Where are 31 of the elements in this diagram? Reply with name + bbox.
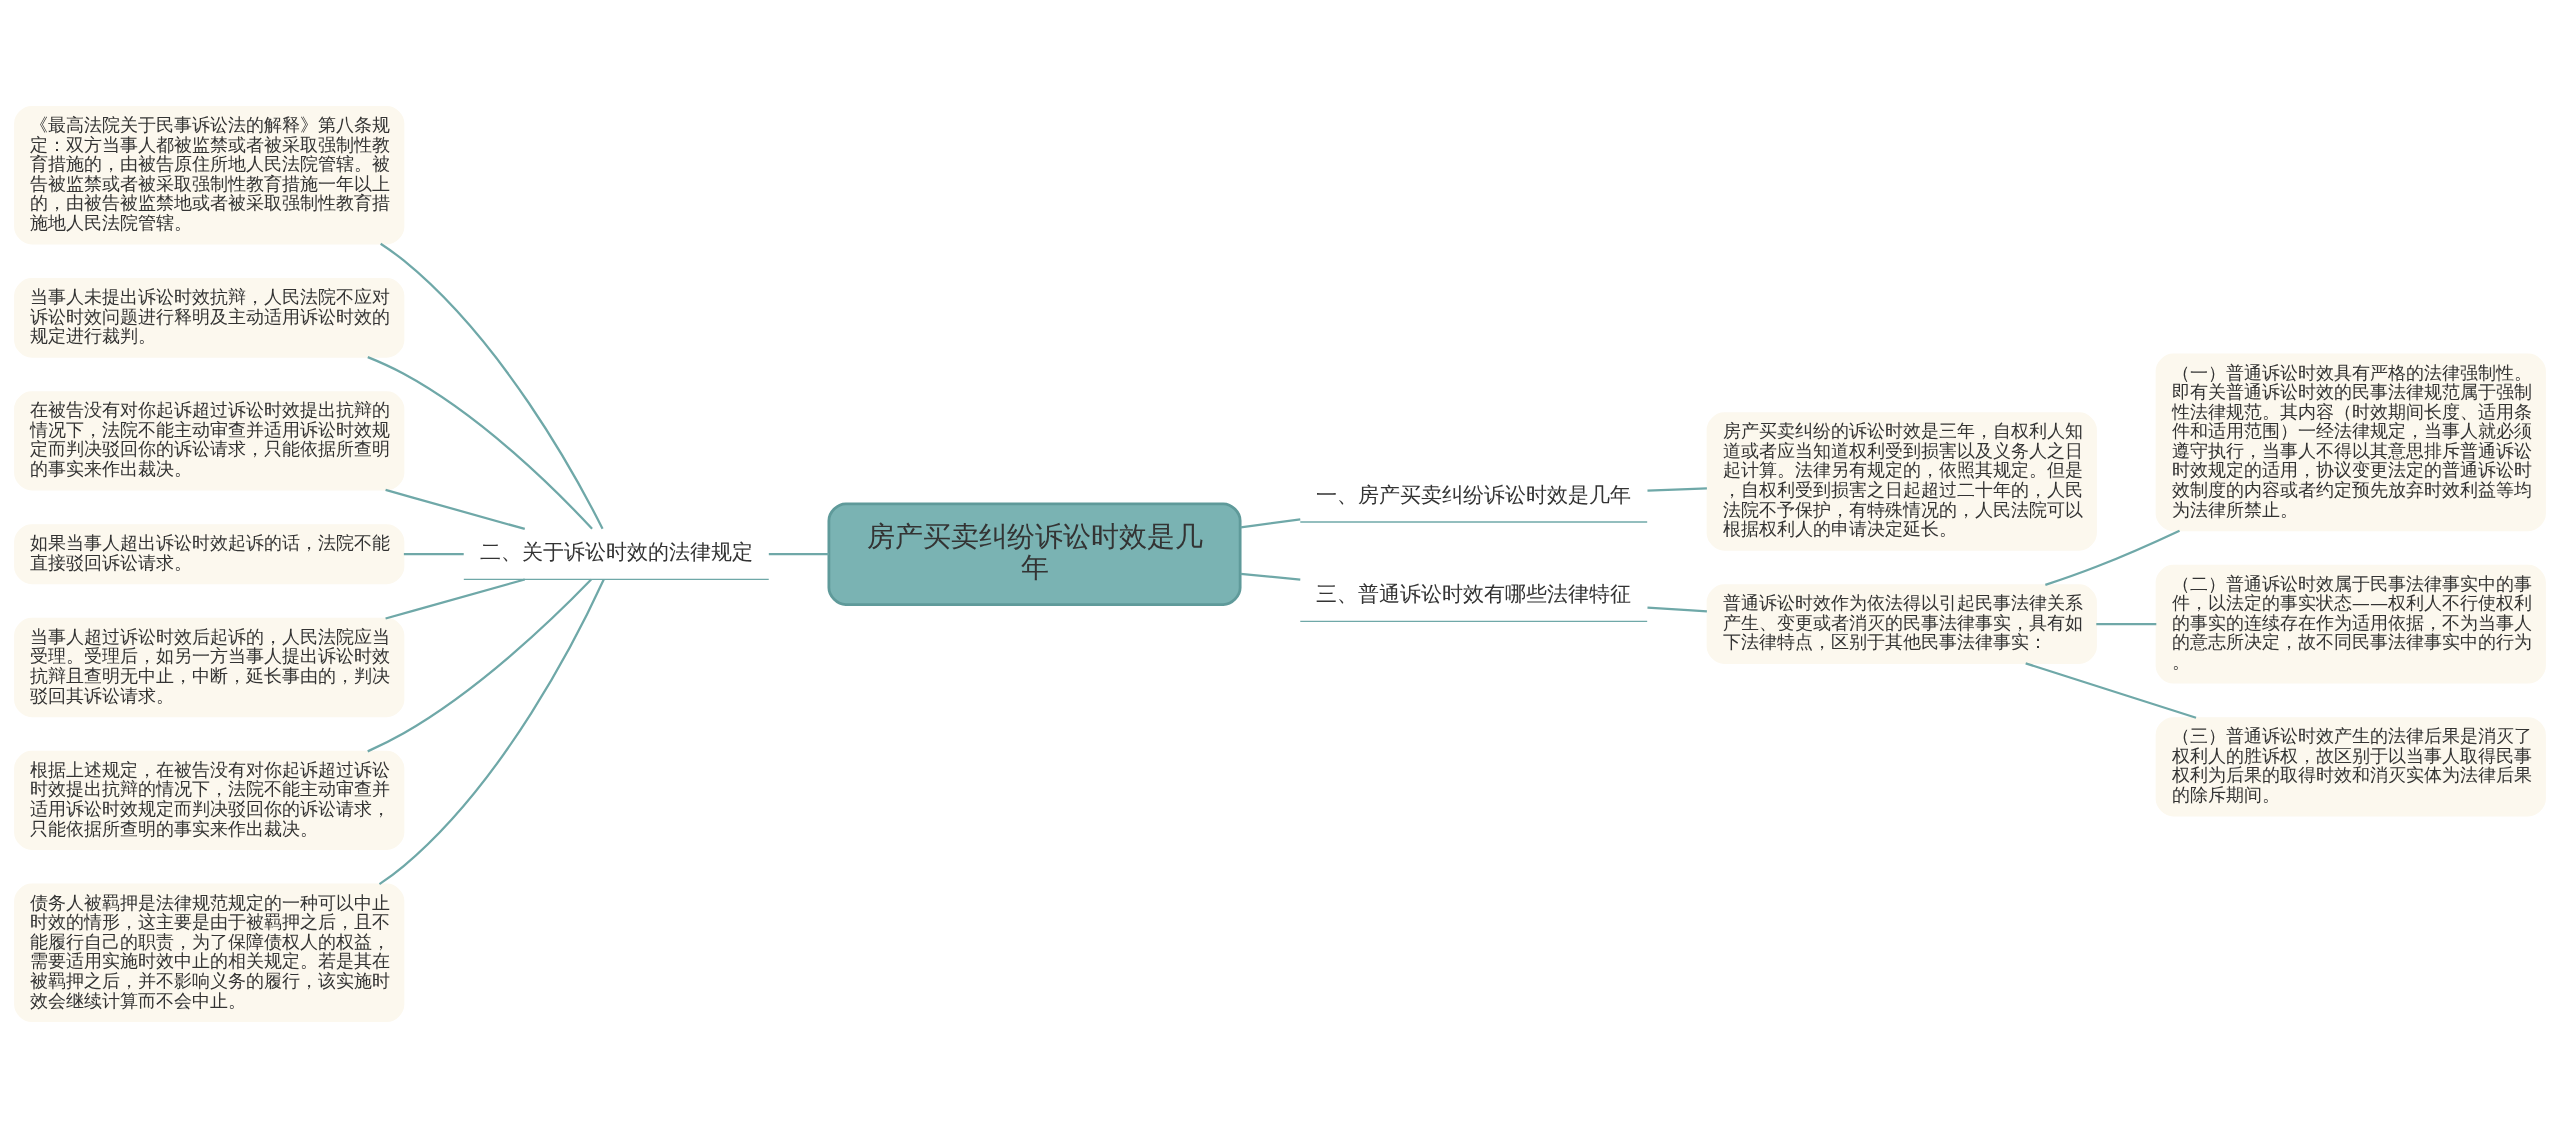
connector — [1240, 518, 1301, 529]
node-text: 一、房产买卖纠纷诉讼时效是几年 — [1316, 482, 1632, 507]
node-box: 根据上述规定，在被告没有对你起诉超过诉讼时效提出抗辩的情况下，法院不能主动审查并适用诉讼时效规定而判决驳回你的诉讼请求，只能依据所查明的事实来作出裁决。 — [14, 750, 405, 851]
node-box: 当事人未提出诉讼时效抗辩，人民法院不应对诉讼时效问题进行释明及主动适用诉讼时效的规定进行裁判。 — [14, 277, 405, 358]
connector — [367, 356, 593, 530]
node-box: 房产买卖纠纷的诉讼时效是三年，自权利人知道或者应当知道权利受到损害以及义务人之日起计算。法律另有规定的，依照其规定。但是，自权利受到损害之日起超过二十年的，人民法院不予保护，有特殊情况的，人民法院可以根据权利人的申请决定延长。 — [1706, 412, 2097, 551]
connector — [768, 553, 829, 556]
connector — [1647, 606, 1707, 613]
connector — [2096, 623, 2157, 626]
connector — [403, 553, 464, 556]
node-text: 二、关于诉讼时效的法律规定 — [479, 540, 753, 565]
connector — [385, 578, 526, 620]
node-box: 如果当事人超出诉讼时效起诉的话，法院不能直接驳回诉讼请求。 — [14, 524, 405, 585]
node-box: 房产买卖纠纷诉讼时效是几年 — [827, 502, 1242, 606]
connector — [1647, 487, 1707, 492]
node-box: 当事人超过诉讼时效后起诉的，人民法院应当受理。受理后，如另一方当事人提出诉讼时效抗辩且查明无中止，中断，延长事由的，判决驳回其诉讼请求。 — [14, 617, 405, 718]
node-box: （一）普通诉讼时效具有严格的法律强制性。即有关普通诉讼时效的民事法律规范属于强制性法律规范。其内容（时效期间长度、适用条件和适用范围）一经法律规定，当事人就必须遵守执行，当事人不得以其意思排斥普通诉讼时效规定的适用，协议变更法定的普通诉讼时效制度的内容或者约定预先放弃时效利益等均为法律所禁止。 — [2155, 353, 2546, 532]
connector — [367, 578, 592, 753]
node-text: 三、普通诉讼时效有哪些法律特征 — [1316, 582, 1632, 607]
connector — [2025, 662, 2197, 719]
node-box: 债务人被羁押是法律规范规定的一种可以中止时效的情形，这主要是由于被羁押之后，且不能履行自己的职责，为了保障债权人的权益，需要适用实施时效中止的相关规定。若是其在被羁押之后，并不影响义务的履行，该实施时效会继续计算而不会中止。 — [14, 883, 405, 1023]
connector — [1240, 572, 1301, 581]
connector — [385, 488, 526, 531]
node-box: 《最高法院关于民事诉讼法的解释》第八条规定：双方当事人都被监禁或者被采取强制性教育措施的，由被告原住所地人民法院管辖。被告被监禁或者被采取强制性教育措施一年以上的，由被告被监禁地或者被采取强制性教育措施地人民法院管辖。 — [14, 105, 405, 245]
connector — [378, 579, 605, 886]
connector — [380, 242, 604, 530]
node-box: 在被告没有对你起诉超过诉讼时效提出抗辩的情况下，法院不能主动审查并适用诉讼时效规定而判决驳回你的诉讼请求，只能依据所查明的事实来作出裁决。 — [14, 391, 405, 491]
node-box: （三）普通诉讼时效产生的法律后果是消灭了权利人的胜诉权，故区别于以当事人取得民事权利为后果的取得时效和消灭实体为法律后果的除斥期间。 — [2155, 717, 2546, 817]
node-box: （二）普通诉讼时效属于民事法律事实中的事件，以法定的事实状态——权利人不行使权利的事实的连续存在作为适用依据，不为当事人的意志所决定，故不同民事法律事实中的行为。 — [2155, 564, 2546, 684]
connector — [2045, 529, 2180, 586]
node-box: 普通诉讼时效作为依法得以引起民事法律关系产生、变更或者消灭的民事法律事实，具有如下法律特点，区别于其他民事法律事实： — [1706, 584, 2097, 664]
